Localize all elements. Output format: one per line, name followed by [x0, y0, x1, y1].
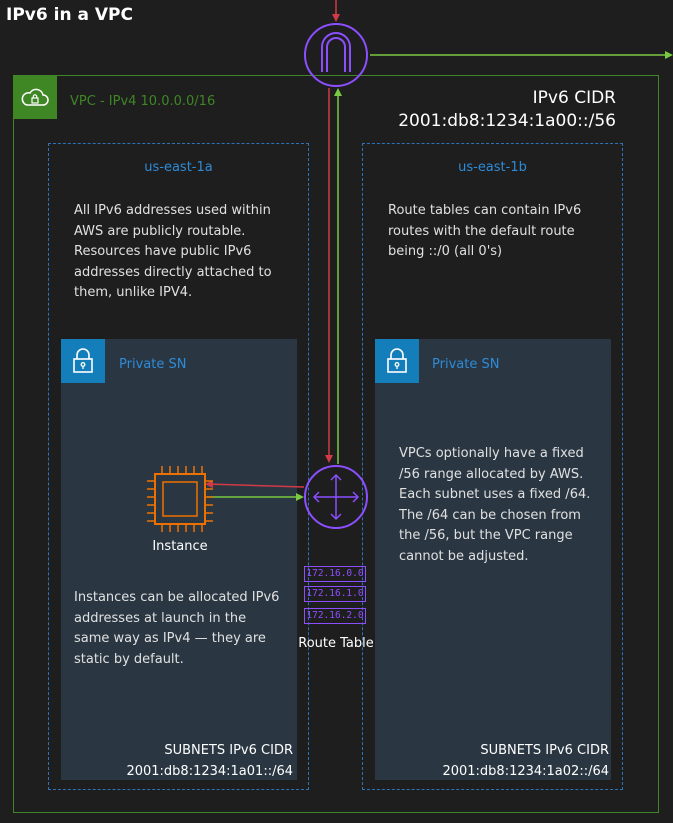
- route-table-note: Route tables can contain IPv6 routes wit…: [388, 203, 582, 259]
- subnet-b-lock-icon: [375, 339, 419, 383]
- vpc-range-note: VPCs optionally have a fixed /56 range a…: [399, 446, 591, 564]
- availability-zone-b: [362, 143, 623, 790]
- page-title: IPv6 in a VPC: [6, 5, 133, 25]
- subnet-a-cidr-title: SUBNETS IPv6 CIDR: [164, 743, 293, 758]
- availability-zone-a: [48, 143, 309, 790]
- subnet-b-cidr-title: SUBNETS IPv6 CIDR: [480, 743, 609, 758]
- private-subnet-b: [375, 339, 611, 780]
- subnet-a-lock-icon: [61, 339, 105, 383]
- route-table-label: Route Table: [298, 636, 374, 651]
- inbound-arrow-to-instance: [205, 480, 305, 489]
- private-subnet-a-label: Private SN: [119, 357, 187, 372]
- vpc-ipv6-cidr-value: 2001:db8:1234:1a00::/56: [398, 111, 616, 131]
- route-table-entry: 172.16.1.0: [304, 586, 366, 602]
- instance-label: Instance: [152, 539, 208, 554]
- subnet-a-cidr-value: 2001:db8:1234:1a01::/64: [126, 764, 293, 779]
- ec2-instance-icon: [147, 466, 213, 532]
- availability-zone-a-label: us-east-1a: [144, 160, 213, 175]
- private-subnet-a: [61, 339, 297, 780]
- subnet-b-cidr-value: 2001:db8:1234:1a02::/64: [442, 764, 609, 779]
- private-subnet-b-label: Private SN: [432, 357, 500, 372]
- router-icon: [304, 465, 368, 529]
- vpc-cloud-lock-icon: [13, 75, 57, 119]
- vpc-ipv6-cidr-title: IPv6 CIDR: [532, 88, 616, 108]
- availability-zone-b-label: us-east-1b: [458, 160, 527, 175]
- vpc-container: [13, 75, 659, 813]
- route-table-entry: 172.16.2.0: [304, 608, 366, 624]
- instance-ipv6-note: Instances can be allocated IPv6 addresse…: [74, 590, 280, 667]
- ipv6-public-note: All IPv6 addresses used within AWS are p…: [74, 203, 272, 300]
- vpc-label: VPC - IPv4 10.0.0.0/16: [70, 94, 216, 109]
- internet-gateway-icon: [304, 23, 368, 87]
- route-table-entry: 172.16.0.0: [304, 566, 366, 582]
